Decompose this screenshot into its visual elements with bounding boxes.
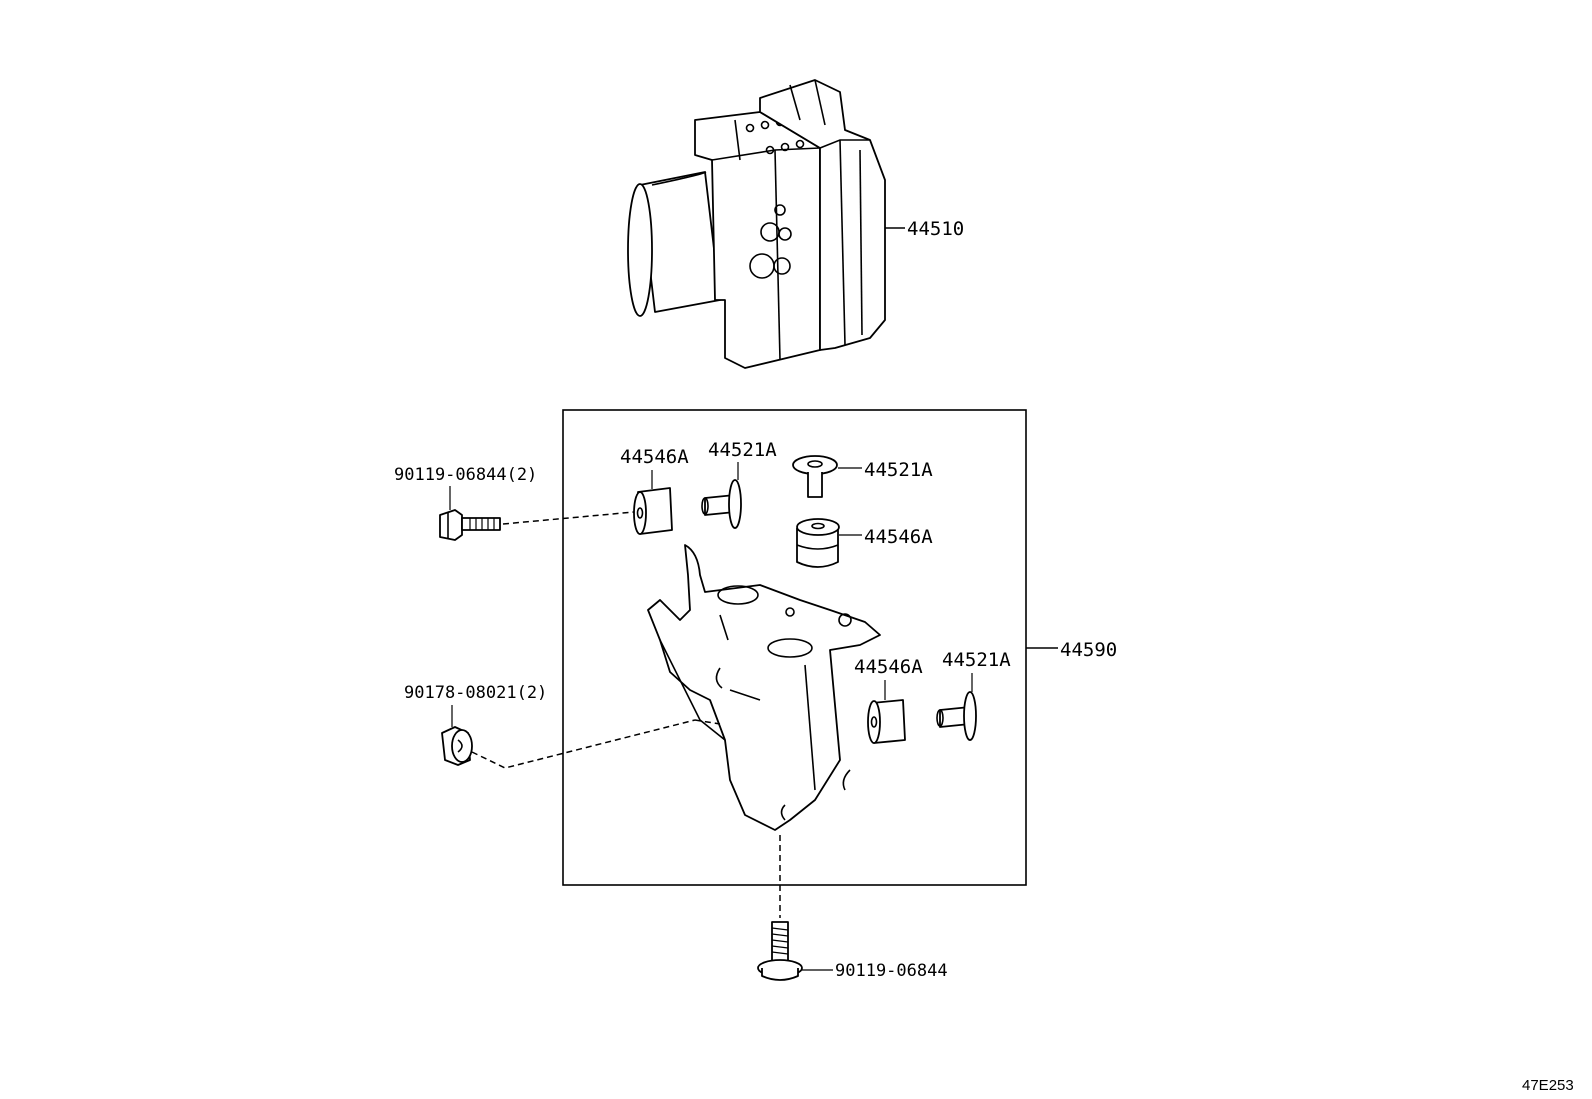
part-label-44521a-top-right: 44521A (864, 459, 933, 481)
bolt-bottom[interactable] (757, 921, 803, 981)
part-label-44510: 44510 (907, 218, 964, 240)
part-label-44521a-right: 44521A (942, 649, 1011, 671)
part-label-90178-08021-2: 90178-08021(2) (404, 683, 547, 703)
collar-top-left[interactable] (701, 479, 742, 529)
bolt-left[interactable] (439, 509, 501, 541)
cushion-top-right[interactable] (796, 518, 840, 568)
part-label-44546a-top-right: 44546A (864, 526, 933, 548)
part-label-44546a-right: 44546A (854, 656, 923, 678)
abs-actuator[interactable] (627, 79, 905, 369)
part-label-44590: 44590 (1060, 639, 1117, 661)
diagram-reference: 47E253 (1522, 1077, 1574, 1094)
collar-right[interactable] (936, 691, 977, 741)
part-label-44521a-top-left: 44521A (708, 439, 777, 461)
cushion-top-left[interactable] (633, 487, 673, 535)
part-label-44546a-top-left: 44546A (620, 446, 689, 468)
part-label-90119-06844-2: 90119-06844(2) (394, 465, 537, 485)
cushion-right[interactable] (867, 699, 906, 744)
part-label-90119-06844: 90119-06844 (835, 961, 948, 981)
collar-top-right[interactable] (792, 455, 838, 498)
nut-left[interactable] (441, 726, 473, 766)
bracket[interactable] (647, 544, 881, 831)
